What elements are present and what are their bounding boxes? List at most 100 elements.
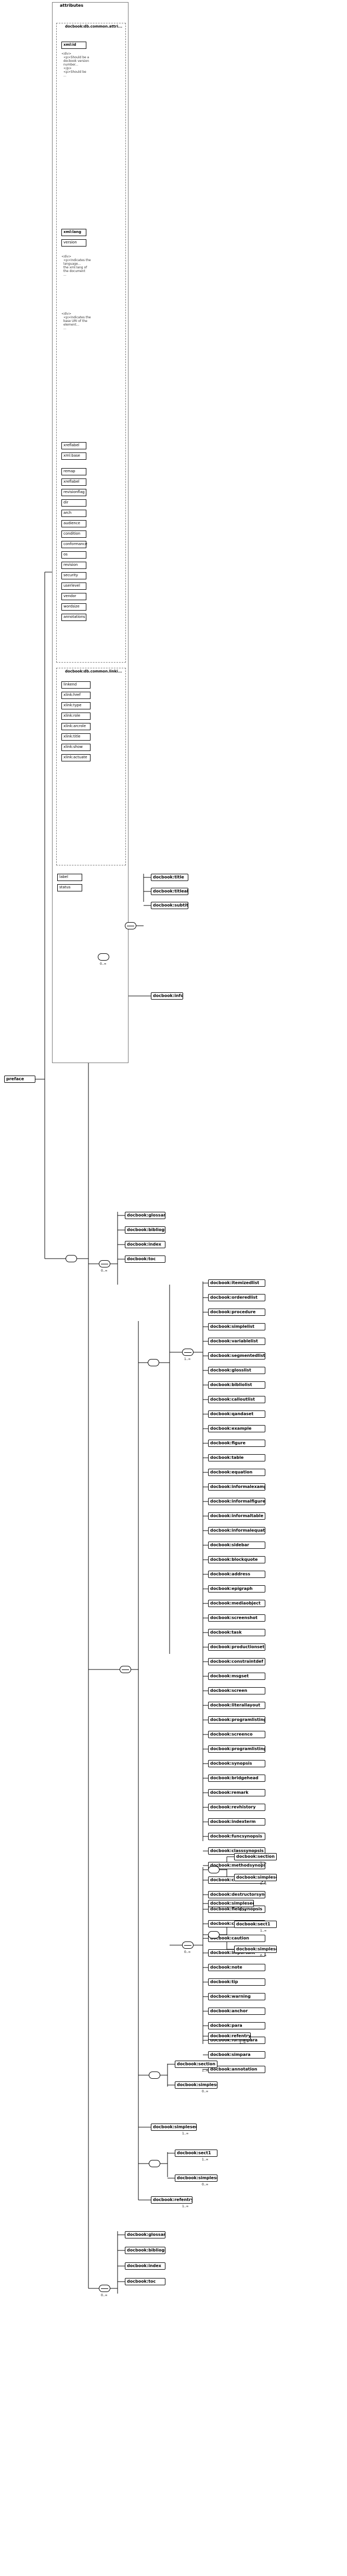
attribute-xlink-show: xlink:show [61,744,91,751]
attribute-vendor: vendor [61,593,86,600]
element-docbook-productionset[interactable]: docbook:productionset [208,1643,265,1651]
element-docbook-simplesect[interactable]: docbook:simplesect [175,2081,217,2089]
sequence-compositor [66,1255,77,1262]
element-docbook-informalexample[interactable]: docbook:informalexample [208,1483,265,1491]
element-docbook-informalfigure[interactable]: docbook:informalfigure [208,1498,265,1505]
element-docbook-simplesect[interactable]: docbook:simplesect [175,2174,217,2182]
element-docbook-equation[interactable]: docbook:equation [208,1469,265,1476]
element-docbook-destructorsynopsis[interactable]: docbook:destructorsynopsis [208,1891,265,1898]
element-docbook-section[interactable]: docbook:section [175,2061,217,2068]
choice-compositor [120,1666,131,1673]
element-docbook-refentry[interactable]: docbook:refentry [208,2033,251,2040]
element-docbook-tip[interactable]: docbook:tip [208,1978,265,1986]
linking-attributes-group-title: docbook:db.common.linki... [65,669,122,674]
element-docbook-refentry[interactable]: docbook:refentry [151,2196,192,2204]
cardinality-label: 0..∞ [202,2090,209,2093]
element-docbook-glossary[interactable]: docbook:glossary [125,1212,165,1219]
choice-compositor [99,1260,110,1267]
root-element-preface[interactable]: preface [4,1076,35,1083]
element-docbook-procedure[interactable]: docbook:procedure [208,1309,265,1316]
element-docbook-para[interactable]: docbook:para [208,2022,265,2029]
element-docbook-constraintdef[interactable]: docbook:constraintdef [208,1658,265,1665]
element-docbook-table[interactable]: docbook:table [208,1454,265,1461]
sequence-compositor [149,2072,160,2079]
attribute-arch: arch [61,510,86,517]
element-docbook-simplesect[interactable]: docbook:simplesect [234,1946,277,1953]
element-docbook-toc[interactable]: docbook:toc [125,1255,165,1263]
element-docbook-screenco[interactable]: docbook:screenco [208,1731,265,1738]
element-docbook-index[interactable]: docbook:index [125,1241,165,1248]
element-docbook-literallayout[interactable]: docbook:literallayout [208,1702,265,1709]
element-docbook-index[interactable]: docbook:index [125,2262,165,2270]
element-docbook-simplesect[interactable]: docbook:simplesect [208,1900,254,1907]
element-docbook-annotation[interactable]: docbook:annotation [208,2066,265,2073]
linking-attributes-group: docbook:db.common.linki... [56,668,126,865]
element-docbook-indexterm[interactable]: docbook:indexterm [208,1818,265,1826]
element-docbook-itemizedlist[interactable]: docbook:itemizedlist [208,1279,265,1287]
element-docbook-subtitle[interactable]: docbook:subtitle [151,902,188,909]
element-docbook-figure[interactable]: docbook:figure [208,1440,265,1447]
attribute-revisionflag: revisionflag [61,489,86,496]
element-docbook-note[interactable]: docbook:note [208,1964,265,1971]
element-docbook-msgset[interactable]: docbook:msgset [208,1673,265,1680]
element-docbook-section[interactable]: docbook:section [234,1853,277,1860]
cardinality-label: 1..∞ [239,2041,246,2044]
element-docbook-example[interactable]: docbook:example [208,1425,265,1432]
attribute-xreflabel: xreflabel [61,478,86,486]
cardinality-label: 1..∞ [184,1357,191,1361]
attribute-conformance: conformance [61,541,87,548]
element-docbook-revhistory[interactable]: docbook:revhistory [208,1804,265,1811]
element-docbook-caution[interactable]: docbook:caution [208,1935,265,1942]
cardinality-label: 1..∞ [202,2069,209,2073]
element-docbook-programlisting[interactable]: docbook:programlisting [208,1745,265,1753]
element-docbook-simplelist[interactable]: docbook:simplelist [208,1323,265,1330]
element-docbook-funcsynopsis[interactable]: docbook:funcsynopsis [208,1833,265,1840]
element-docbook-calloutlist[interactable]: docbook:calloutlist [208,1396,265,1403]
element-docbook-simplesect[interactable]: docbook:simplesect [234,1874,277,1881]
element-docbook-segmentedlist[interactable]: docbook:segmentedlist [208,1352,265,1360]
documentation-note: <div> <p>Indicates the base URI of the e… [61,312,91,330]
element-docbook-anchor[interactable]: docbook:anchor [208,2008,265,2015]
element-docbook-epigraph[interactable]: docbook:epigraph [208,1585,265,1593]
choice-compositor [99,2285,110,2292]
element-docbook-simplesect[interactable]: docbook:simplesect [151,2124,197,2131]
sequence-compositor [148,1359,159,1366]
element-docbook-sect1[interactable]: docbook:sect1 [175,2150,217,2157]
cardinality-label: 1..∞ [239,1908,246,1912]
element-docbook-mediaobject[interactable]: docbook:mediaobject [208,1600,265,1607]
element-docbook-orderedlist[interactable]: docbook:orderedlist [208,1294,265,1301]
element-docbook-informalequation[interactable]: docbook:informalequation [208,1527,265,1534]
element-docbook-address[interactable]: docbook:address [208,1571,265,1578]
attribute-xlink-actuate: xlink:actuate [61,754,91,761]
element-docbook-methodsynopsis[interactable]: docbook:methodsynopsis [208,1862,265,1869]
element-docbook-screenshot[interactable]: docbook:screenshot [208,1614,265,1622]
element-docbook-sect1[interactable]: docbook:sect1 [234,1921,277,1928]
cardinality-label: 1..∞ [182,2205,189,2208]
element-docbook-sidebar[interactable]: docbook:sidebar [208,1542,265,1549]
element-docbook-screen[interactable]: docbook:screen [208,1687,265,1694]
element-docbook-bibliography[interactable]: docbook:bibliography [125,2247,165,2254]
attribute-xlink-type: xlink:type [61,702,91,709]
element-docbook-informaltable[interactable]: docbook:informaltable [208,1512,265,1520]
element-docbook-bibliography[interactable]: docbook:bibliography [125,1226,165,1234]
element-docbook-glossary[interactable]: docbook:glossary [125,2231,165,2238]
element-docbook-simpara[interactable]: docbook:simpara [208,2051,265,2059]
attribute-os: os [61,551,86,559]
element-docbook-qandaset[interactable]: docbook:qandaset [208,1410,265,1418]
element-docbook-blockquote[interactable]: docbook:blockquote [208,1556,265,1563]
element-docbook-task[interactable]: docbook:task [208,1629,265,1636]
element-docbook-programlistingco[interactable]: docbook:programlistingco [208,1716,265,1724]
element-docbook-variablelist[interactable]: docbook:variablelist [208,1338,265,1345]
element-docbook-glosslist[interactable]: docbook:glosslist [208,1367,265,1374]
attribute-wordsize: wordsize [61,603,86,611]
element-docbook-info[interactable]: docbook:info [151,992,183,1000]
element-docbook-bridgehead[interactable]: docbook:bridgehead [208,1775,265,1782]
element-docbook-title[interactable]: docbook:title [151,874,188,881]
element-docbook-titleabbrev[interactable]: docbook:titleabbrev [151,888,188,895]
element-docbook-warning[interactable]: docbook:warning [208,1993,265,2000]
element-docbook-synopsis[interactable]: docbook:synopsis [208,1760,265,1767]
element-docbook-bibliolist[interactable]: docbook:bibliolist [208,1381,265,1389]
element-docbook-toc[interactable]: docbook:toc [125,2278,165,2285]
element-docbook-remark[interactable]: docbook:remark [208,1789,265,1796]
